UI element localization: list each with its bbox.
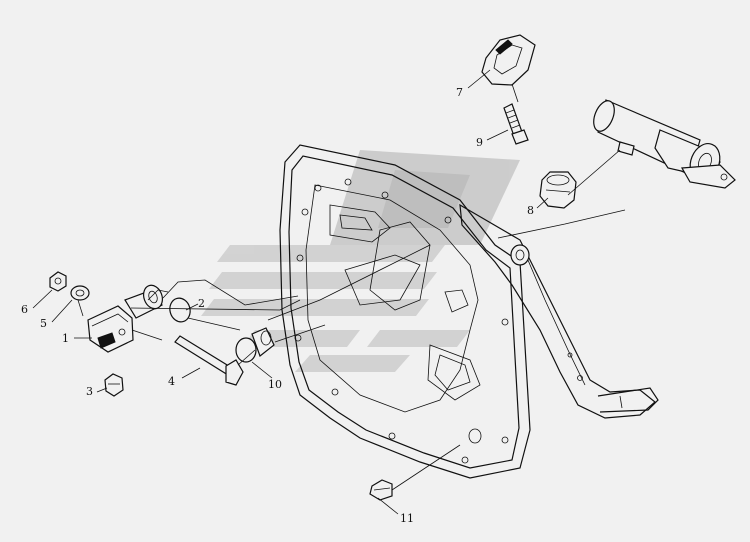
- callout-1: 1: [62, 332, 69, 345]
- part-5-washer: [70, 285, 90, 301]
- callout-9: 9: [476, 136, 483, 149]
- part-7-clip: [481, 34, 536, 86]
- callout-labels: 1 2 3 4 5 6 7 8 9 10 11: [21, 86, 534, 525]
- callout-4: 4: [168, 375, 175, 388]
- part-9-bolt: [503, 103, 529, 145]
- pedal-bracket: [279, 144, 531, 479]
- callout-leaders: [32, 69, 549, 515]
- callout-3: 3: [86, 385, 93, 398]
- callout-10: 10: [268, 378, 282, 391]
- master-cylinder: [87, 284, 164, 353]
- part-8-bushing: [539, 171, 577, 209]
- callout-7: 7: [456, 86, 463, 99]
- callout-2: 2: [198, 297, 205, 310]
- part-10-plug: [235, 327, 275, 363]
- part-4-bolt: [174, 335, 244, 386]
- clutch-pedal-arm: [459, 203, 659, 419]
- pedal-shaft: [593, 99, 736, 189]
- callout-8: 8: [527, 204, 534, 217]
- part-3-nut: [104, 373, 124, 397]
- part-11-clip: [369, 479, 393, 501]
- part-6-nut: [49, 271, 67, 292]
- callout-6: 6: [21, 303, 28, 316]
- part-2-seal: [169, 297, 191, 323]
- callout-5: 5: [40, 317, 47, 330]
- assembly-lines: [77, 83, 626, 491]
- callout-11: 11: [400, 512, 414, 525]
